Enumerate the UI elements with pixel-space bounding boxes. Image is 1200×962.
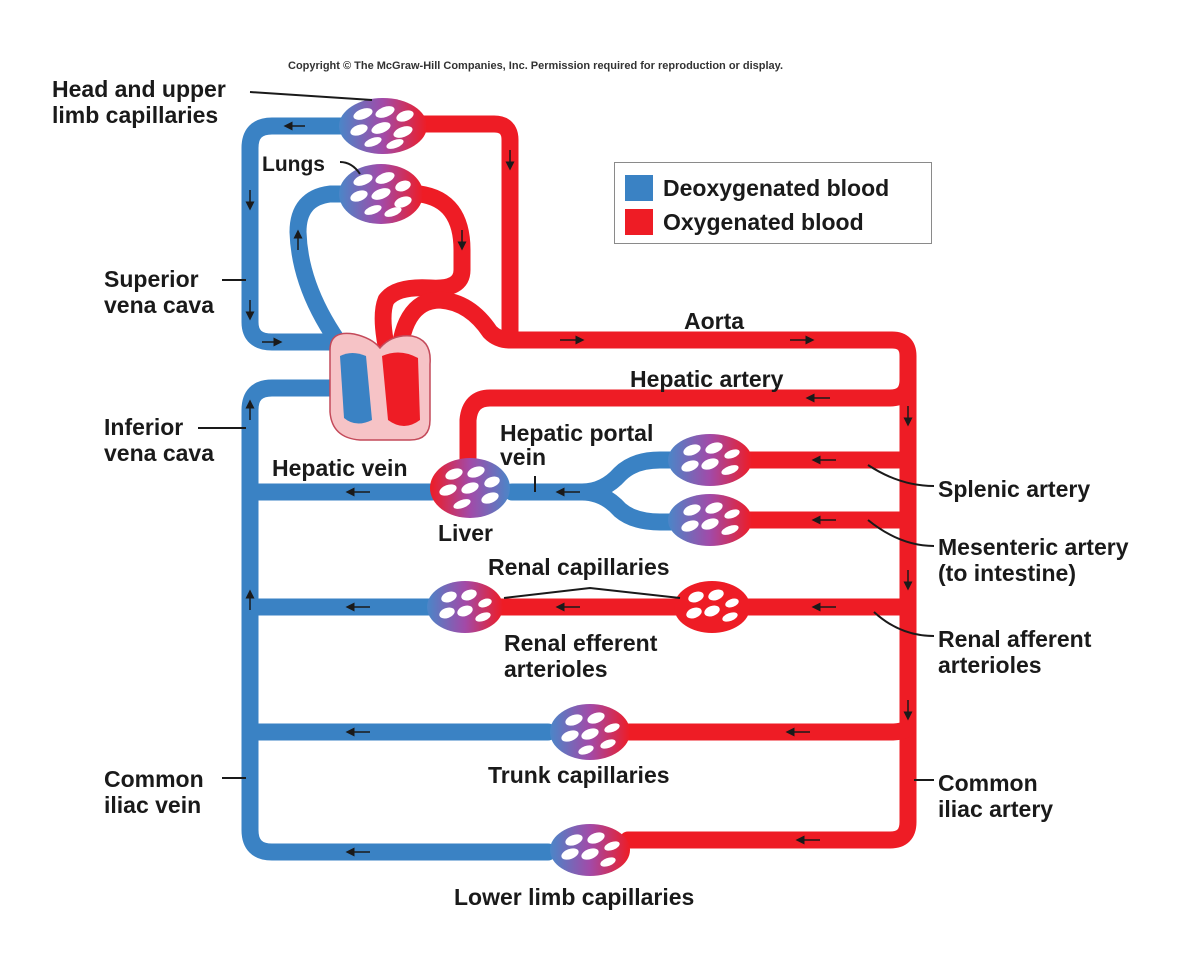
label-hepatic-portal-vein-line1: Hepatic portal bbox=[500, 420, 654, 446]
head-capillary-bed bbox=[339, 98, 427, 154]
copyright-notice: Copyright © The McGraw-Hill Companies, I… bbox=[288, 60, 784, 72]
label-renal-efferent-line1: Renal efferent bbox=[504, 630, 658, 656]
leader-lines bbox=[198, 91, 935, 781]
pulmonary-vein bbox=[374, 185, 471, 379]
label-mesenteric-artery-line1: Mesenteric artery bbox=[938, 534, 1129, 560]
legend-swatch-deoxygenated bbox=[625, 175, 653, 201]
label-superior-vena-cava-line2: vena cava bbox=[104, 292, 214, 318]
mesenteric-capillary-bed bbox=[668, 494, 752, 546]
trunk-capillary-bed bbox=[550, 704, 630, 760]
inferior-vena-cava bbox=[241, 379, 557, 861]
renal-capillary-bed-arterial bbox=[674, 581, 750, 633]
legend: Deoxygenated blood Oxygenated blood bbox=[614, 162, 932, 244]
legend-item-deoxygenated: Deoxygenated blood bbox=[625, 173, 889, 203]
label-inferior-vena-cava-line2: vena cava bbox=[104, 440, 214, 466]
label-mesenteric-artery-line2: (to intestine) bbox=[938, 560, 1076, 586]
capillary-beds bbox=[339, 98, 752, 876]
label-renal-capillaries: Renal capillaries bbox=[488, 554, 670, 580]
label-head-capillaries-line2: limb capillaries bbox=[52, 102, 219, 128]
heart bbox=[329, 332, 431, 441]
label-hepatic-artery: Hepatic artery bbox=[630, 366, 784, 392]
label-lower-limb-capillaries: Lower limb capillaries bbox=[454, 884, 695, 910]
label-trunk-capillaries: Trunk capillaries bbox=[488, 762, 670, 788]
splenic-capillary-bed bbox=[668, 434, 752, 486]
trunk-artery bbox=[619, 716, 917, 741]
label-superior-vena-cava-line1: Superior bbox=[104, 266, 199, 292]
label-common-iliac-vein-line1: Common bbox=[104, 766, 204, 792]
label-lungs: Lungs bbox=[262, 153, 325, 176]
label-common-iliac-vein-line2: iliac vein bbox=[104, 792, 202, 818]
label-liver: Liver bbox=[438, 520, 493, 546]
liver-capillary-bed bbox=[430, 458, 510, 518]
label-hepatic-vein: Hepatic vein bbox=[272, 455, 408, 481]
label-aorta: Aorta bbox=[684, 308, 745, 334]
renal-capillary-bed-venous bbox=[427, 581, 503, 633]
label-common-iliac-artery-line1: Common bbox=[938, 770, 1038, 796]
lung-capillary-bed bbox=[339, 164, 423, 224]
label-renal-efferent-line2: arterioles bbox=[504, 656, 608, 682]
mesenteric-vein bbox=[573, 483, 681, 531]
label-inferior-vena-cava-line1: Inferior bbox=[104, 414, 184, 440]
label-common-iliac-artery-line2: iliac artery bbox=[938, 796, 1054, 822]
label-head-capillaries-line1: Head and upper bbox=[52, 76, 226, 102]
label-renal-afferent-line2: arterioles bbox=[938, 652, 1042, 678]
label-splenic-artery: Splenic artery bbox=[938, 476, 1091, 502]
label-hepatic-portal-vein-line2: vein bbox=[500, 444, 547, 470]
aortic-arch bbox=[389, 291, 917, 849]
flow-arrows bbox=[245, 121, 913, 857]
legend-item-oxygenated: Oxygenated blood bbox=[625, 207, 864, 237]
legend-label-oxygenated: Oxygenated blood bbox=[663, 208, 864, 235]
lower-limb-capillary-bed bbox=[550, 824, 630, 876]
legend-swatch-oxygenated bbox=[625, 209, 653, 235]
hepatic-artery bbox=[459, 371, 917, 481]
label-renal-afferent-line1: Renal afferent bbox=[938, 626, 1092, 652]
legend-label-deoxygenated: Deoxygenated blood bbox=[663, 174, 890, 201]
superior-vena-cava bbox=[241, 117, 354, 351]
carotid-artery bbox=[411, 115, 519, 349]
